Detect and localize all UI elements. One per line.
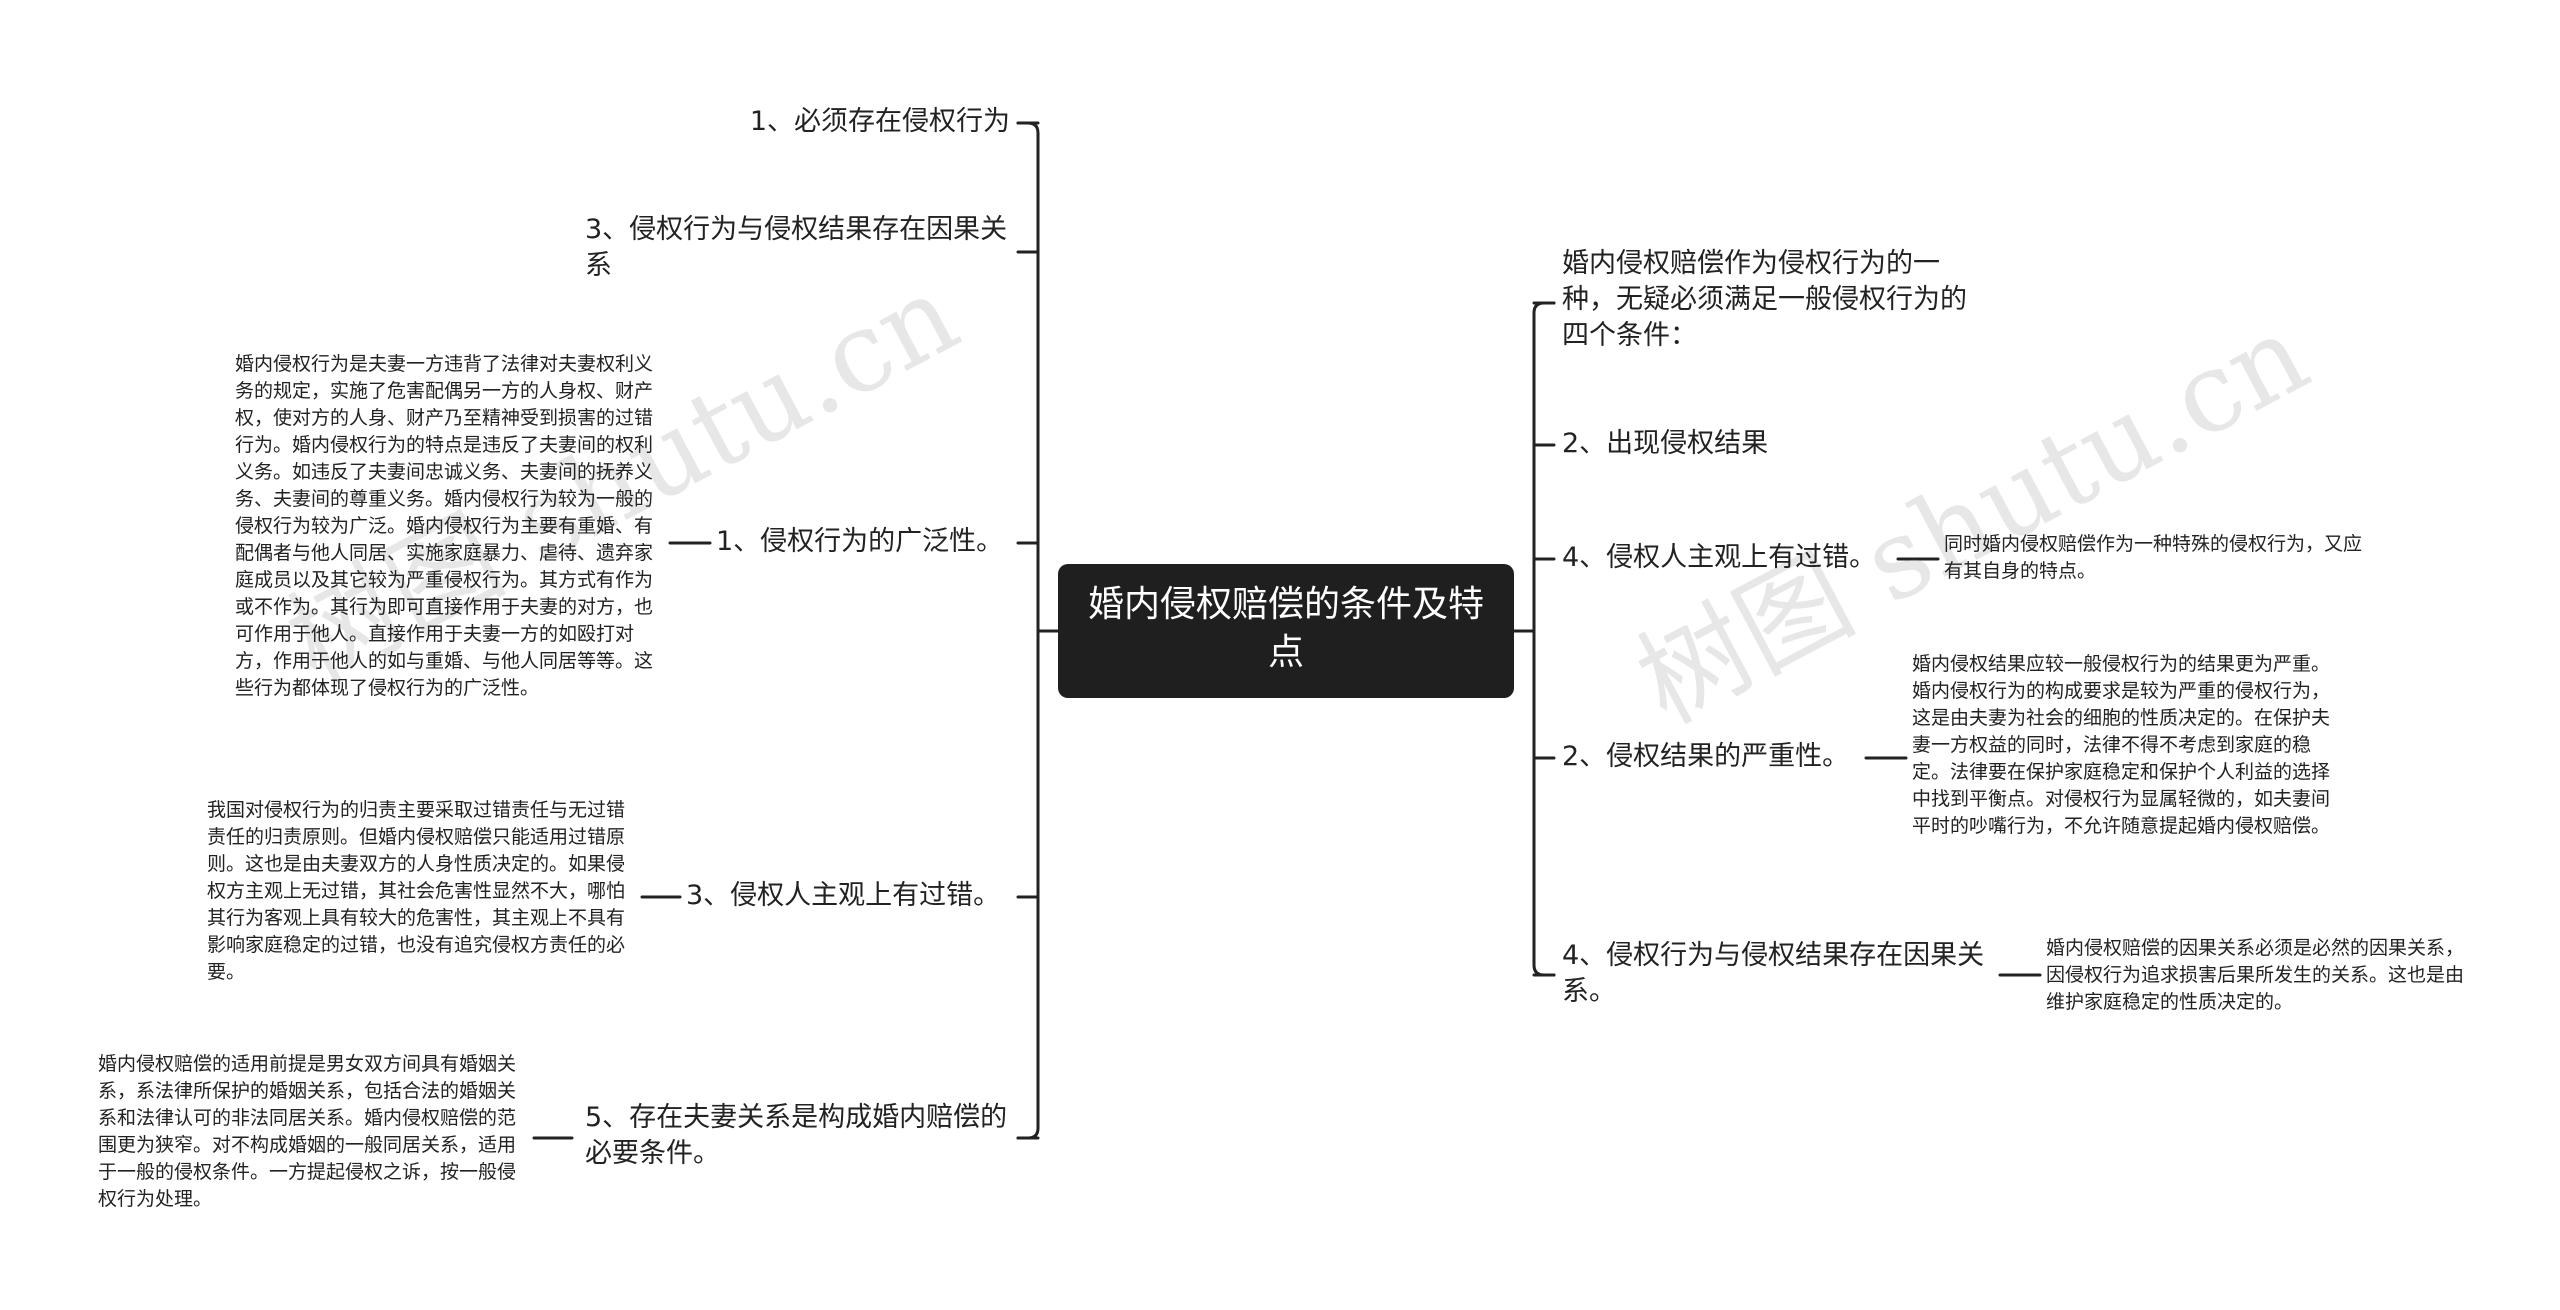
left-branch-3[interactable]: 1、侵权行为的广泛性。 (716, 526, 1004, 557)
right-branch-4[interactable]: 2、侵权结果的严重性。 (1562, 741, 1850, 772)
root-topic[interactable]: 婚内侵权赔偿的条件及特点 (1058, 564, 1514, 698)
left-bracket-line (1016, 121, 1040, 1140)
right-detail-3[interactable]: 同时婚内侵权赔偿作为一种特殊的侵权行为，又应有其自身的特点。 (1944, 533, 2363, 582)
left-detail-3[interactable]: 婚内侵权行为是夫妻一方违背了法律对夫妻权利义务的规定，实施了危害配偶另一方的人身… (235, 353, 654, 699)
right-branch-1[interactable]: 婚内侵权赔偿作为侵权行为的一种，无疑必须满足一般侵权行为的四个条件： (1562, 248, 1967, 351)
right-detail-4[interactable]: 婚内侵权结果应较一般侵权行为的结果更为严重。婚内侵权行为的构成要求是较为严重的侵… (1912, 653, 2331, 837)
left-detail-5[interactable]: 婚内侵权赔偿的适用前提是男女双方间具有婚姻关系，系法律所保护的婚姻关系，包括合法… (98, 1053, 517, 1210)
left-branch-2[interactable]: 3、侵权行为与侵权结果存在因果关系 (585, 214, 1008, 281)
left-branch-4[interactable]: 3、侵权人主观上有过错。 (686, 880, 1001, 911)
left-branch-5[interactable]: 5、存在夫妻关系是构成婚内赔偿的必要条件。 (585, 1102, 1008, 1169)
left-detail-4[interactable]: 我国对侵权行为的归责主要采取过错责任与无过错责任的归责原则。但婚内侵权赔偿只能适… (207, 799, 626, 983)
right-detail-5[interactable]: 婚内侵权赔偿的因果关系必须是必然的因果关系，因侵权行为追求损害后果所发生的关系。… (2046, 937, 2465, 1013)
right-bracket-line (1532, 301, 1556, 977)
left-branch-1[interactable]: 1、必须存在侵权行为 (749, 106, 1010, 137)
right-branch-5[interactable]: 4、侵权行为与侵权结果存在因果关系。 (1562, 940, 1985, 1007)
right-branch-2[interactable]: 2、出现侵权结果 (1562, 428, 1769, 459)
right-branch-3[interactable]: 4、侵权人主观上有过错。 (1562, 542, 1877, 573)
